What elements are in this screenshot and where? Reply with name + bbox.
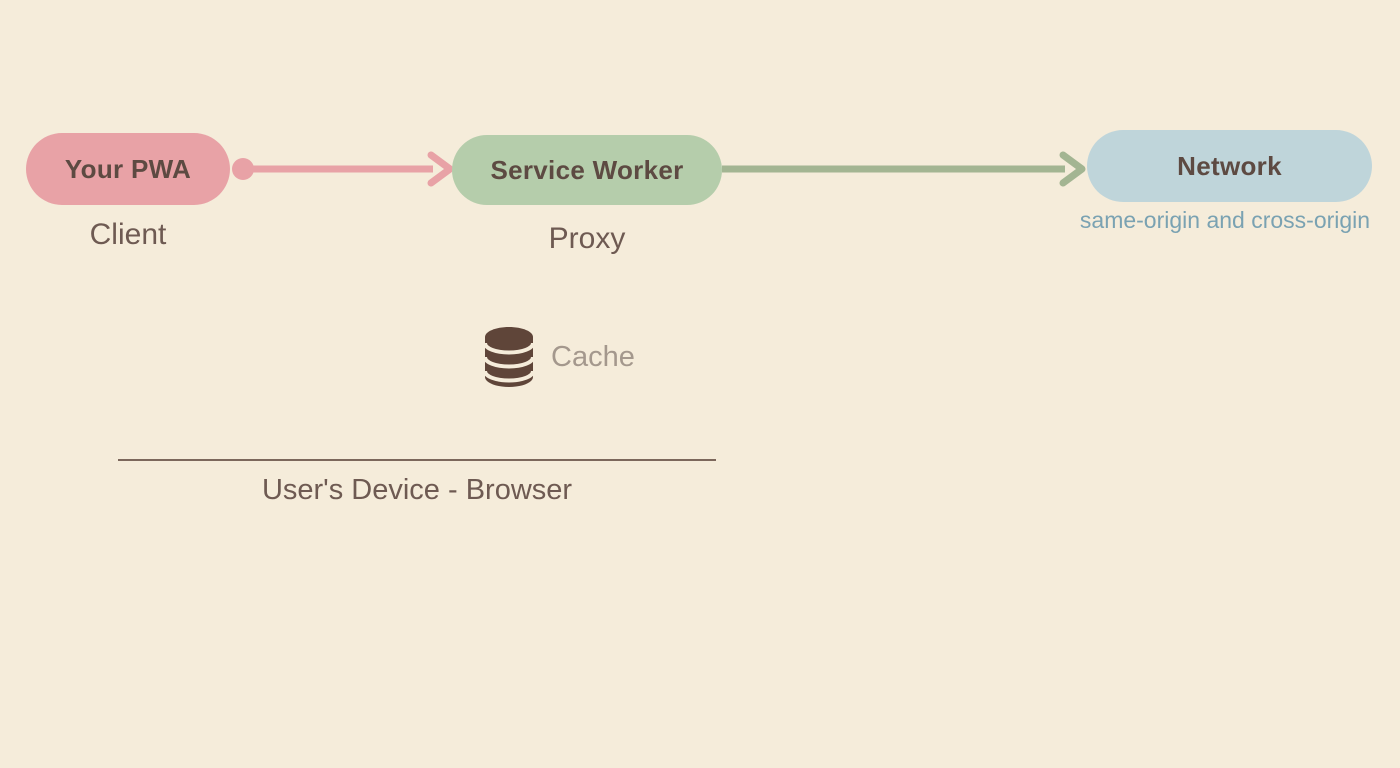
device-scope-label: User's Device - Browser xyxy=(261,474,573,506)
pwa-to-service-worker-arrow xyxy=(232,151,454,187)
green-arrowhead-icon xyxy=(1059,151,1086,187)
node-network-label: Network xyxy=(1177,150,1282,181)
node-your-pwa: Your PWA xyxy=(26,133,230,205)
node-service-worker-sublabel: Proxy xyxy=(548,222,626,255)
node-your-pwa-sublabel: Client xyxy=(89,218,167,251)
node-network-sublabel: same-origin and cross-origin xyxy=(1079,207,1371,233)
node-service-worker-label: Service Worker xyxy=(490,154,684,185)
cache-group: Cache xyxy=(484,327,635,387)
node-service-worker: Service Worker xyxy=(452,135,722,205)
device-scope-divider xyxy=(118,459,716,461)
node-network: Network xyxy=(1087,130,1372,202)
database-icon xyxy=(484,327,534,387)
cache-label: Cache xyxy=(551,340,635,373)
service-worker-to-network-arrow xyxy=(722,151,1086,187)
arrow-start-dot xyxy=(232,158,254,180)
node-your-pwa-label: Your PWA xyxy=(64,153,192,184)
pink-arrowhead-icon xyxy=(427,151,454,187)
